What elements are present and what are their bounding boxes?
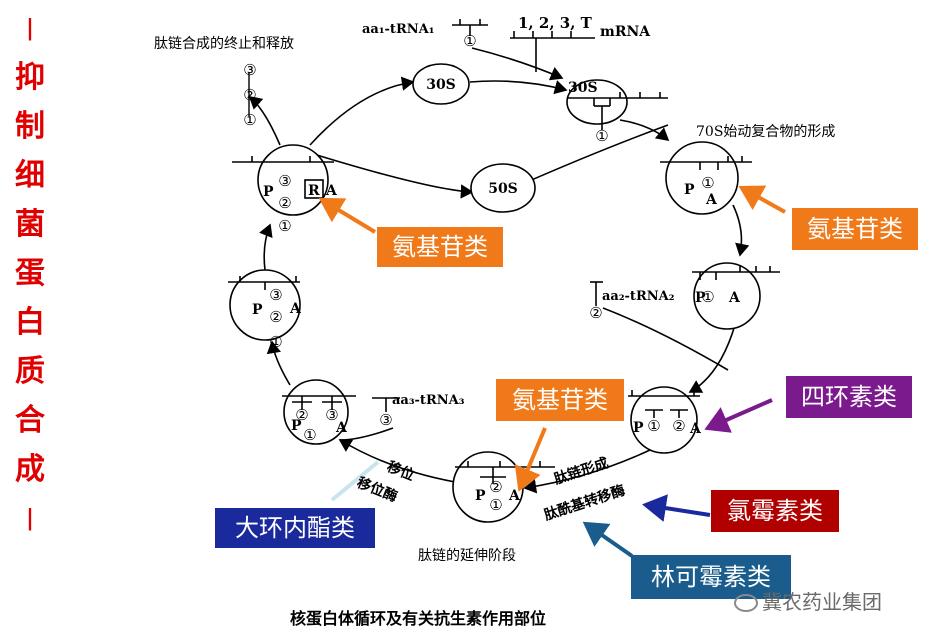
svg-text:①: ① [303,426,316,444]
label-translocation: 移位 [385,458,417,484]
side-title-char: 制 [15,109,45,144]
svg-text:②: ② [589,304,602,322]
label-peptidyl-transferase: 肽酰基转移酶 [542,482,627,524]
svg-text:P: P [684,182,695,198]
svg-text:P: P [252,302,263,318]
side-title-char: 质 [15,354,45,389]
side-title-char: 细 [15,158,45,193]
label-30s: 30S [426,77,456,93]
svg-text:A: A [335,420,348,436]
svg-text:①: ① [595,127,608,145]
svg-text:P: P [291,418,302,434]
label-aa2-trna: aa₂-tRNA₂ [602,289,674,304]
side-title-char: 成 [15,452,45,487]
ribosome-left [228,269,301,341]
svg-text:A: A [325,183,338,199]
tetracycline-box: 四环素类 [786,376,912,418]
svg-text:①: ① [647,417,660,435]
svg-text:②: ② [672,417,685,435]
figure-caption: 核蛋白体循环及有关抗生素作用部位 [290,609,546,628]
ribosome-peptide [452,451,555,523]
subunit-50s [470,163,536,213]
side-title-bar-bottom: | [25,505,34,531]
svg-text:A: A [705,192,718,208]
svg-text:①: ① [243,111,256,129]
svg-text:A: A [728,290,741,306]
svg-text:①: ① [269,333,282,351]
side-title-bar-top: | [25,15,34,41]
label-translocase: 移位酶 [355,474,400,505]
aminoglycoside-box-right: 氨基苷类 [792,208,918,250]
label-peptide-formation: 肽链形成 [552,454,611,487]
label-init-complex: 70S始动复合物的形成 [696,123,835,140]
subunit-30s [412,63,470,105]
watermark: 冀农药业集团 [734,588,924,616]
ribosome-70s-init [660,141,752,215]
aminoglycoside-box-left: 氨基苷类 [377,227,503,267]
circled-numbers: ① ③ ② ① ① ① ① ② ① ② ② ① ② ③ ① ③ ③ ② ① ③ … [243,32,714,514]
svg-text:P: P [695,290,706,306]
label-mrna-codons: 1, 2, 3, T [518,14,593,32]
svg-text:①: ① [701,288,714,306]
svg-text:③: ③ [243,61,256,79]
complex-30s-mrna [566,79,668,130]
lincomycin-box: 林可霉素类 [631,555,791,599]
ribosome-aa2 [590,262,780,330]
side-title-char: 白 [15,305,45,340]
circle-1: ① [463,32,476,50]
svg-text:R: R [308,183,320,199]
svg-text:A: A [689,421,702,437]
svg-text:②: ② [243,86,256,104]
svg-text:②: ② [278,194,291,212]
svg-text:①: ① [278,217,291,235]
svg-text:P: P [263,184,274,200]
svg-text:③: ③ [379,411,392,429]
label-mrna: mRNA [600,24,651,40]
aminoglycoside-box-bottom: 氨基苷类 [496,379,624,421]
svg-text:③: ③ [278,172,291,190]
svg-text:A: A [289,301,302,317]
svg-text:①: ① [701,174,714,192]
antibiotic-arrows [318,185,786,558]
ribosome-p1-a2 [628,386,700,454]
side-title-char: 菌 [15,207,45,242]
label-termination: 肽链合成的终止和释放 [154,36,294,52]
svg-text:P: P [633,420,644,436]
wechat-icon [734,594,758,612]
mrna-top [452,19,595,39]
svg-text:②: ② [489,478,502,496]
ribosome-termination [232,144,334,216]
svg-text:③: ③ [325,406,338,424]
label-30s-top: 30S [568,80,598,96]
label-elongation: 肽链的延伸阶段 [418,548,516,564]
side-title: | 抑 制 细 菌 蛋 白 质 合 成 | [8,0,52,630]
svg-text:A: A [508,488,521,504]
svg-text:②: ② [269,308,282,326]
macrolide-box: 大环内酯类 [215,508,375,548]
site-letters: P R A P A P A P A P A P A P A [252,182,741,504]
label-aa1-trna: aa₁-tRNA₁ [362,22,434,37]
svg-text:①: ① [489,496,502,514]
svg-text:③: ③ [269,286,282,304]
side-title-char: 蛋 [15,256,45,291]
side-title-char: 合 [15,403,45,438]
side-title-char: 抑 [15,60,45,95]
svg-text:②: ② [295,406,308,424]
label-aa3-trna: aa₃-tRNA₃ [392,393,465,408]
ribosome-translocation [282,379,400,445]
label-50s: 50S [488,181,518,197]
svg-text:P: P [475,488,486,504]
watermark-text: 冀农药业集团 [762,590,882,614]
chloramphenicol-box: 氯霉素类 [711,490,839,532]
